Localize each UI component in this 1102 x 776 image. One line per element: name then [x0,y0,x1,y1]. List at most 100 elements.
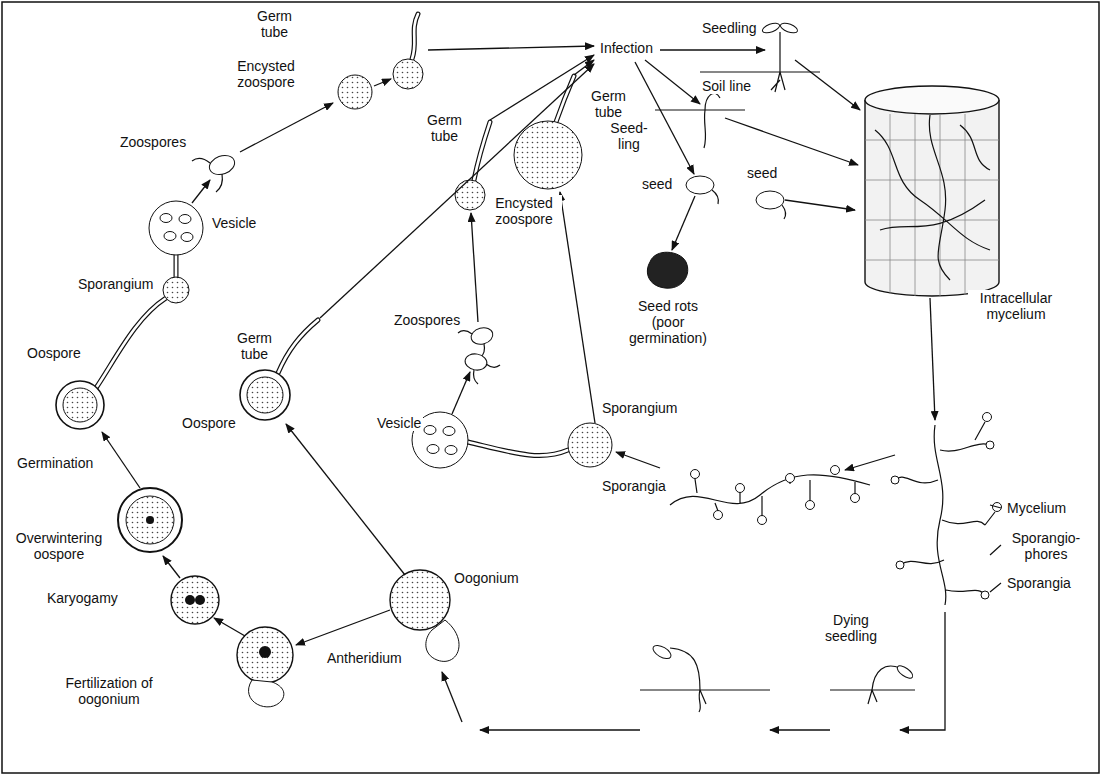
sporangia-chain-drawing [806,501,815,510]
dying-seedling-drawing [670,648,706,712]
vesicle-drawing [179,215,191,224]
cycle-arrow [574,60,594,75]
sexual-stage-drawing [195,595,205,605]
seedling-drawing [647,21,820,288]
part-label: Oogonium [452,570,521,586]
part-label: Sporangio- phores [1005,530,1087,562]
seedling-drawing [655,109,745,110]
cycle-arrow [102,432,140,488]
part-label: Germination [15,455,95,471]
sexual-stage-drawing [171,570,459,707]
sporangia-chain-drawing [758,516,767,525]
hypha-tube [96,14,574,455]
cycle-arrow [785,200,855,210]
part-label: Seed rots (poor germination) [620,298,716,346]
cycle-arrow [286,424,405,575]
cycle-arrow [102,46,945,730]
sporangium-drawing [163,121,612,467]
dying-seedling-drawing [640,643,915,712]
hypha-tube [474,122,490,180]
part-label: Seed- ling [606,120,652,152]
oospore-drawing [126,496,174,544]
sporangia-chain-drawing [736,484,745,493]
zoospore-drawing [192,158,222,192]
cycle-arrow [635,62,694,174]
zoospore-drawing [469,325,494,346]
dying-seedling-drawing [651,643,673,662]
part-label: Zoospores [118,134,188,150]
oospore-drawing [240,370,290,420]
part-label: Vesicle [375,415,423,431]
part-label: Fertilization of oogonium [52,675,166,707]
sexual-stage-drawing [237,627,293,683]
cycle-arrow [163,556,180,578]
sporangia-chain-drawing [691,470,700,479]
part-label: Mycelium [1005,500,1068,516]
dying-seedling-drawing [868,666,900,704]
cycle-arrow [845,455,895,470]
seedling-drawing [761,21,781,35]
sporangium-drawing [568,423,612,467]
hypha-tube [468,442,568,455]
hypha-tube [412,14,418,59]
cycle-arrow [672,196,695,250]
dying-seedling-drawing [895,664,914,681]
oospore-drawing [118,488,182,552]
mycelium-drawing [981,591,989,599]
stem-section-drawing [865,114,999,296]
seedling-drawing [700,71,820,72]
hypha-tube [174,255,179,277]
cycle-arrow [900,612,945,730]
oospore-drawing [146,516,154,524]
cycle-arrow [480,729,640,730]
mycelium-drawing [891,413,1002,606]
part-label: Soil line [700,78,753,94]
part-label: seed [640,176,674,192]
sexual-stage-drawing [426,620,459,661]
oospore-drawing [63,388,97,422]
sporangia-chain-drawing [851,494,860,503]
hypha-tube [474,122,490,180]
sexual-stage-drawing [185,595,195,605]
encysted-zoospore-drawing [455,180,485,210]
vesicle-drawing [181,233,193,242]
seedling-drawing [782,205,786,219]
cycle-arrow [442,672,462,722]
seedling-drawing [712,190,718,204]
part-label: Karyogamy [45,590,120,606]
mycelium-drawing [983,413,992,422]
seedling-drawing [756,191,784,209]
cycle-arrow [452,372,470,414]
cycle-arrow [471,213,478,322]
part-label: Overwintering oospore [8,530,110,562]
sporangia-chain-drawing [670,466,870,525]
cycle-arrow [214,618,245,636]
cycle-arrow [770,729,830,730]
mycelium-drawing [990,505,1001,592]
stem-section-drawing [875,115,990,280]
stem-section-drawing [865,86,999,296]
vesicle-drawing [149,201,203,255]
part-label: Germ tube [230,330,279,362]
hypha-tube [556,76,574,122]
vesicle-drawing [160,214,172,223]
cycle-arrow [296,610,390,645]
seedling-drawing [647,252,687,288]
cycle-arrow [725,118,858,165]
cycle-arrow [192,180,210,203]
oospore-drawing [247,377,283,413]
mycelium-drawing [891,476,899,484]
vesicle-drawing [164,232,176,241]
hypha-tube [468,442,568,455]
vesicle-drawing [443,427,455,436]
sporangia-chain-drawing [714,511,723,520]
part-label: Antheridium [325,650,404,666]
hypha-tube [412,14,418,59]
hypha-tube [175,255,178,277]
part-label: Infection [598,40,655,56]
sporangium-drawing [514,121,582,189]
cycle-arrow [428,46,594,50]
part-label: Sporangia [600,478,668,494]
cycle-arrow [490,55,594,120]
